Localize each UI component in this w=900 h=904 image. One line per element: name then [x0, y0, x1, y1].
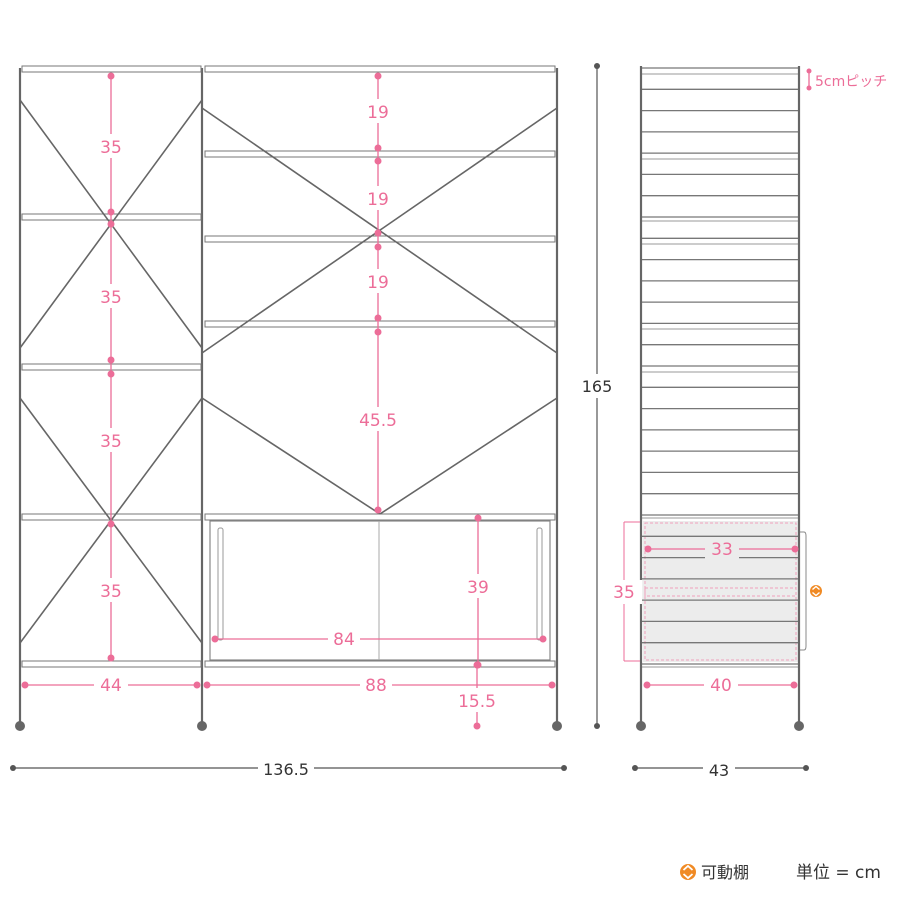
- shelf: [204, 513, 556, 521]
- right-braces: [201, 107, 558, 515]
- left-height-dimensions: 35 35 35 35: [94, 72, 128, 662]
- cabinet-handle-left: [217, 527, 224, 641]
- front-foot-right: [552, 721, 562, 731]
- total-width-label: 136.5: [263, 760, 309, 779]
- side-view: [636, 66, 807, 731]
- front-foot-middle: [197, 721, 207, 731]
- bay-width-dimensions: 44 88: [21, 674, 556, 696]
- side-foot-front: [636, 721, 646, 731]
- total-width-dimension: 136.5: [10, 756, 567, 779]
- front-view: [15, 65, 562, 731]
- drawer-handle: [798, 531, 807, 651]
- drawer-height-dimension: 35: [608, 521, 642, 662]
- legend-unit-label: 単位 = cm: [796, 863, 881, 883]
- left-width-label: 44: [100, 676, 122, 696]
- total-depth-label: 43: [709, 761, 729, 780]
- base-height-dimension: 15.5: [452, 661, 502, 730]
- right-height-label-1: 19: [367, 103, 389, 123]
- total-height-label: 165: [582, 377, 613, 396]
- side-foot-back: [794, 721, 804, 731]
- right-height-label-4: 45.5: [359, 411, 397, 431]
- right-width-label: 88: [365, 676, 387, 696]
- inner-depth-label: 40: [710, 676, 732, 696]
- shelf: [21, 660, 202, 668]
- shelf: [204, 660, 556, 668]
- cabinet-handle-right: [536, 527, 543, 641]
- left-height-label-3: 35: [100, 432, 122, 452]
- pitch-dimension: 5cmピッチ: [806, 68, 887, 91]
- left-height-label-4: 35: [100, 582, 122, 602]
- movable-shelf-icon: [680, 864, 696, 880]
- base-height-label: 15.5: [458, 692, 496, 712]
- right-height-label-3: 19: [367, 273, 389, 293]
- inner-depth-dimension: 40: [643, 674, 798, 696]
- left-height-label-1: 35: [100, 138, 122, 158]
- front-foot-left: [15, 721, 25, 731]
- shelf: [204, 320, 556, 328]
- shelf: [204, 235, 556, 243]
- legend-movable-shelf-label: 可動棚: [701, 863, 749, 882]
- shelf: [204, 65, 556, 73]
- shelf: [21, 65, 202, 73]
- drawer-depth-label: 33: [711, 540, 733, 560]
- drawer-outline: [644, 522, 797, 661]
- cabinet-dimensions: 39 84: [211, 514, 547, 669]
- movable-shelf-outline: [644, 587, 797, 597]
- left-height-label-2: 35: [100, 288, 122, 308]
- drawer-height-label: 35: [613, 583, 635, 603]
- cabinet-height-label: 39: [467, 578, 489, 598]
- cabinet-width-label: 84: [333, 630, 355, 650]
- total-depth-dimension: 43: [632, 756, 809, 780]
- legend: 可動棚 単位 = cm: [680, 863, 881, 883]
- shelf: [204, 150, 556, 158]
- pitch-label: 5cmピッチ: [815, 74, 887, 90]
- drawer-depth-dimension: 33: [644, 538, 799, 560]
- right-height-label-2: 19: [367, 190, 389, 210]
- right-height-dimensions: 19 19 19 45.5: [355, 72, 401, 514]
- total-height-dimension: 165: [578, 63, 616, 729]
- movable-shelf-icon: [810, 585, 822, 597]
